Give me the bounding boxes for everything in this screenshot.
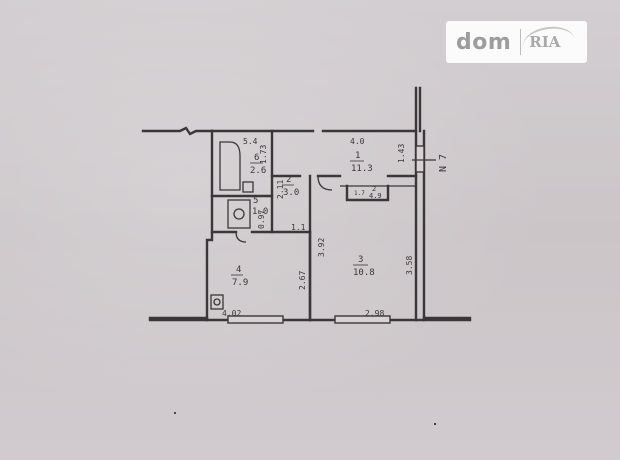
room-4-area: 7.9: [232, 278, 248, 288]
dim-room4-side: 2.67: [298, 271, 307, 290]
dim-wc-side: 0.97: [257, 210, 266, 229]
watermark-brand: dom: [456, 29, 512, 55]
stove-burner: [213, 298, 221, 306]
window-room4: [227, 315, 284, 324]
dim-bath-side: 1.73: [259, 145, 268, 164]
stove-fixture: [210, 294, 224, 310]
room-5-number: 5: [253, 196, 258, 206]
room-2-number: 2: [286, 175, 291, 185]
door-arc-room3: [317, 175, 333, 191]
room-3-number: 3: [358, 255, 363, 265]
dim-closet-width: 1.7: [354, 190, 365, 197]
dim-bath-top: 5.4: [243, 137, 258, 146]
dim-room3-bottom: 2.98: [365, 309, 384, 318]
window-room3: [334, 315, 391, 324]
wall-closet: [345, 184, 390, 202]
room-6-area: 2.6: [250, 166, 266, 176]
watermark-brand-suffix: RIA: [529, 33, 561, 51]
toilet-bowl: [233, 208, 245, 220]
toilet-box: [227, 199, 251, 229]
room-3-area: 10.8: [353, 268, 375, 278]
outer-wall-top-left: [141, 126, 214, 136]
room-2-area: 3.0: [283, 188, 299, 198]
domria-watermark: dom RIA: [446, 21, 587, 63]
paper-speck: [174, 412, 176, 414]
dim-room4-bottom: 4.02: [222, 309, 241, 318]
room-1-number: 1: [355, 151, 360, 161]
room-1-area: 11.3: [351, 164, 373, 174]
room-5-area: 1.0: [252, 207, 268, 217]
room-4-number: 4: [236, 265, 241, 275]
paper-speck: [434, 423, 436, 425]
dim-hall-bottom: 1.1: [291, 223, 306, 232]
sink-fixture: [242, 181, 254, 193]
dim-room3-left: 3.92: [317, 238, 326, 257]
closet-number: 2: [372, 185, 376, 193]
closet-area: 4.9: [369, 192, 382, 200]
bathtub: [219, 141, 241, 191]
watermark-divider: [520, 29, 522, 55]
outer-wall-right: [414, 86, 426, 322]
door-arc-wc: [235, 231, 247, 243]
dim-room1-top: 4.0: [350, 137, 365, 146]
room-6-number: 6: [254, 153, 259, 163]
window-room1: [415, 145, 425, 173]
dim-hall-side: 2.11: [276, 180, 285, 199]
north-marker: N 7: [438, 154, 449, 172]
outer-wall-left: [205, 129, 214, 322]
dim-room3-right: 3.58: [405, 256, 414, 275]
dim-room1-side: 1.43: [397, 144, 406, 163]
